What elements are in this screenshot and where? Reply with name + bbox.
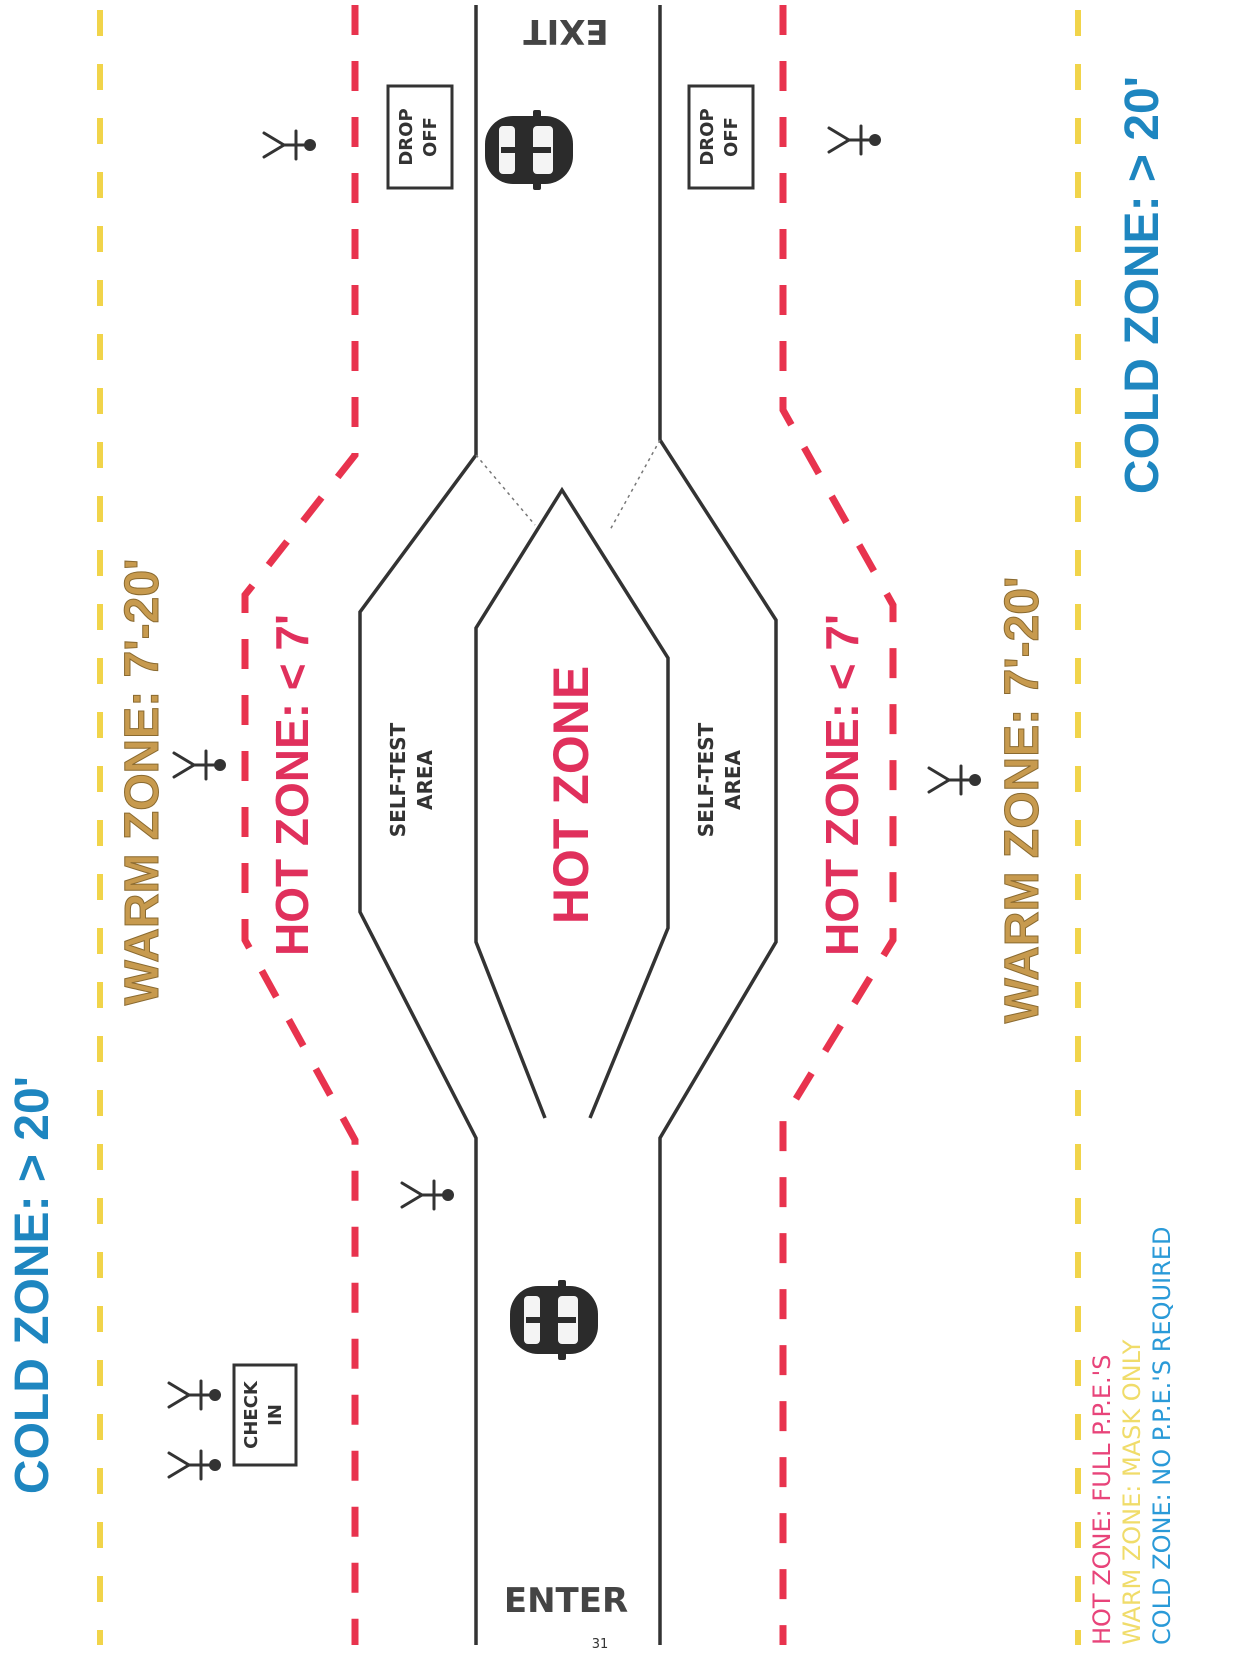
self-test-area-left-line2: AREA — [413, 749, 437, 810]
svg-text:CHECK: CHECK — [241, 1380, 262, 1449]
cold-zone-label-right: COLD ZONE: > 20' — [1116, 76, 1169, 494]
self-test-area-left-line1: SELF-TEST — [386, 722, 410, 837]
road-edge-right — [658, 5, 778, 1645]
car-enter-icon — [510, 1280, 598, 1360]
svg-text:OFF: OFF — [420, 117, 441, 157]
svg-text:DROP: DROP — [697, 108, 718, 165]
person-icon — [827, 124, 883, 156]
person-icon — [262, 129, 318, 161]
lane-divider-right — [609, 439, 661, 531]
cold-zone-label-left: COLD ZONE: > 20' — [6, 1076, 59, 1494]
hot-boundary-right — [779, 5, 897, 1645]
lane-divider-left — [475, 454, 536, 526]
person-icon — [172, 749, 228, 781]
drop-off-sign-right: DROP OFF — [687, 84, 755, 190]
warm-zone-label-left: WARM ZONE: 7'-20' — [116, 559, 169, 1006]
road-exit-label: EXIT — [523, 11, 609, 51]
hot-zone-center-label: HOT ZONE — [543, 666, 599, 924]
svg-text:OFF: OFF — [721, 117, 742, 157]
svg-text:IN: IN — [265, 1404, 286, 1426]
hot-zone-label-left: HOT ZONE: < 7' — [266, 614, 318, 956]
road-edge-left — [358, 5, 478, 1645]
self-test-area-right-line2: AREA — [721, 749, 745, 810]
check-in-sign: CHECK IN — [232, 1363, 298, 1467]
car-exit-icon — [485, 110, 573, 190]
legend-warm: WARM ZONE: MASK ONLY — [1118, 1339, 1146, 1645]
person-icon — [167, 1379, 223, 1411]
legend-hot: HOT ZONE: FULL P.P.E.'S — [1088, 1355, 1116, 1645]
drop-off-sign-left: DROP OFF — [386, 84, 454, 190]
self-test-area-right-line1: SELF-TEST — [694, 722, 718, 837]
person-icon — [167, 1449, 223, 1481]
page-number: 31 — [592, 1637, 609, 1652]
center-island-outline — [474, 486, 670, 1119]
legend: HOT ZONE: FULL P.P.E.'S WARM ZONE: MASK … — [1088, 1227, 1176, 1645]
person-icon — [927, 764, 983, 796]
legend-cold: COLD ZONE: NO P.P.E.'S REQUIRED — [1148, 1227, 1176, 1645]
svg-text:DROP: DROP — [396, 108, 417, 165]
warm-zone-label-right: WARM ZONE: 7'-20' — [996, 577, 1049, 1024]
hot-boundary-left — [241, 5, 359, 1645]
hot-zone-label-right: HOT ZONE: < 7' — [816, 614, 868, 956]
road-enter-label: ENTER — [504, 1581, 628, 1621]
person-icon — [400, 1179, 456, 1211]
